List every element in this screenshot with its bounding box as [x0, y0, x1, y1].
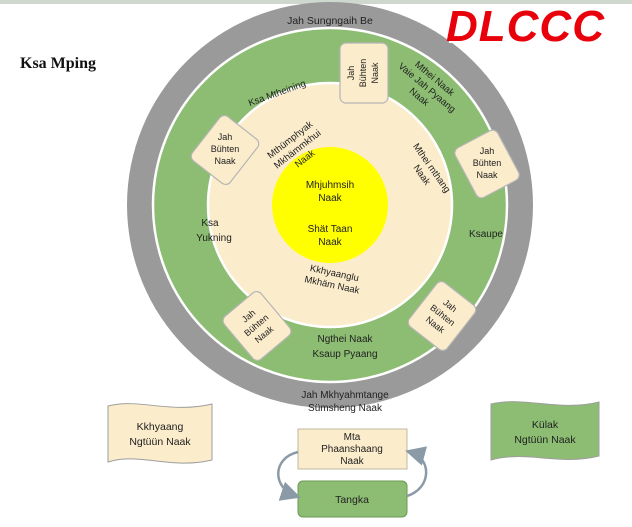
page-title: Ksa Mping — [20, 55, 97, 72]
box-right: Jah Bühten Naak — [454, 129, 520, 199]
middle-bottom-label-1: Ngthei Naak — [317, 334, 373, 345]
svg-text:Jah: Jah — [218, 132, 233, 142]
outer-ring-top-label: Jah Sungngaih Be — [287, 15, 373, 27]
box-bottom-left: Jah Bühten Naak — [222, 290, 292, 362]
cycle-arrow-right — [405, 446, 428, 498]
box-top: Jah Bühten Naak — [339, 42, 389, 104]
center-label-2b: Naak — [318, 237, 342, 248]
center-label-1b: Naak — [318, 193, 342, 204]
cycle-arrow-left — [277, 450, 301, 501]
svg-text:Kkhyaang: Kkhyaang — [137, 421, 184, 433]
svg-text:Ngtüün Naak: Ngtüün Naak — [514, 434, 576, 446]
middle-right-label: Ksaupe — [469, 229, 503, 240]
outer-ring-bottom-label-1: Jah Mkhyahmtange — [301, 390, 389, 401]
svg-text:Külak: Külak — [532, 419, 559, 431]
flag-left: Kkhyaang Ngtüün Naak — [107, 403, 213, 464]
box-bottom-right: Jah Bühten Naak — [407, 280, 477, 352]
box-center-top: Mta Phaanshaang Naak — [297, 428, 408, 470]
middle-bottom-label-2: Ksaup Pyaang — [312, 349, 377, 360]
box-left: Jah Bühten Naak — [190, 114, 260, 186]
svg-text:Naak: Naak — [476, 170, 498, 180]
svg-text:Bühten: Bühten — [358, 59, 368, 88]
center-label-2a: Shät Taan — [308, 224, 353, 235]
watermark-logo: DLCCC — [446, 2, 605, 51]
svg-text:Phaanshaang: Phaanshaang — [321, 444, 383, 455]
outer-ring-bottom-label-2: Sümsheng Naak — [308, 403, 383, 414]
svg-text:Jah: Jah — [346, 66, 356, 81]
middle-left-label-1: Ksa — [201, 218, 219, 229]
svg-text:Jah: Jah — [480, 146, 495, 156]
svg-text:Mta: Mta — [344, 432, 361, 443]
center-label-1a: Mhjuhmsih — [306, 180, 354, 191]
svg-text:Bühten: Bühten — [211, 144, 240, 154]
box-center-bottom: Tangka — [297, 480, 408, 518]
svg-text:Naak: Naak — [370, 62, 380, 84]
svg-text:Ngtüün Naak: Ngtüün Naak — [129, 436, 191, 448]
middle-left-label-2: Yukning — [196, 233, 232, 244]
svg-text:Naak: Naak — [214, 156, 236, 166]
top-border — [0, 0, 632, 4]
flag-right: Külak Ngtüün Naak — [490, 401, 600, 461]
center-circle — [272, 147, 388, 263]
svg-text:Tangka: Tangka — [335, 494, 369, 506]
svg-text:Bühten: Bühten — [473, 158, 502, 168]
svg-text:Naak: Naak — [340, 456, 364, 467]
